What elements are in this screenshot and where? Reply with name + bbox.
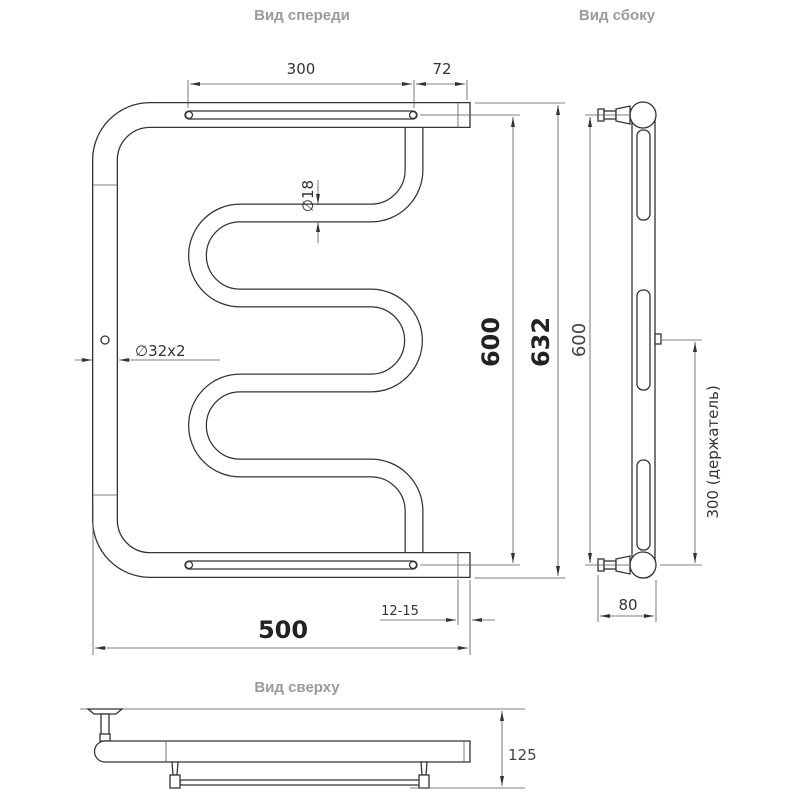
side-view-title: Вид сбоку xyxy=(579,7,656,24)
dim-center-distance: 600 xyxy=(477,317,505,367)
dim-width: 500 xyxy=(258,616,308,644)
dim-wall-gap: 12-15 xyxy=(381,604,419,619)
side-dim-depth: 80 xyxy=(618,596,637,614)
front-view xyxy=(92,102,471,578)
dim-end-offset: 72 xyxy=(432,60,451,78)
dim-holder-spacing: 300 xyxy=(287,60,316,78)
front-view-title: Вид спереди xyxy=(254,7,350,24)
side-dim-holder: 300 (держатель) xyxy=(704,385,722,518)
top-dim-depth: 125 xyxy=(508,746,537,764)
dim-inner-tube: ∅18 xyxy=(299,180,317,212)
dim-outer-tube: ∅32x2 xyxy=(135,342,186,360)
dim-height: 632 xyxy=(527,317,555,367)
top-view xyxy=(80,708,525,789)
top-view-title: Вид сверху xyxy=(254,679,340,696)
side-dim-center-distance: 600 xyxy=(569,323,590,357)
side-view xyxy=(597,101,662,579)
